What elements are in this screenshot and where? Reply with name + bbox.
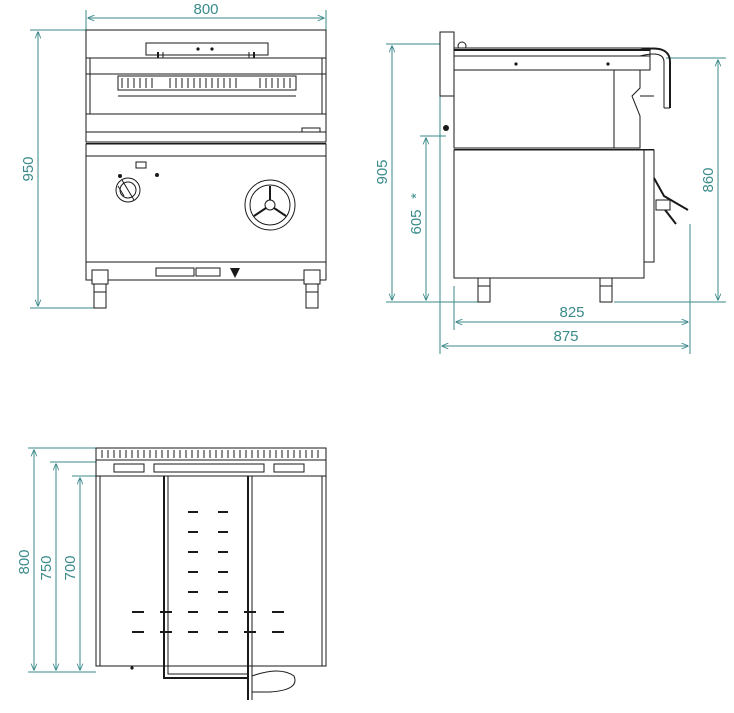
top-depth-dimension-750: 750 bbox=[38, 461, 96, 670]
top-depth-label-800: 800 bbox=[16, 549, 33, 574]
top-lid-handle bbox=[163, 476, 296, 700]
side-view: 905 605 * 860 825 875 bbox=[374, 31, 726, 354]
side-feet bbox=[477, 277, 613, 303]
top-vent-slots bbox=[132, 511, 284, 633]
side-base bbox=[453, 149, 645, 279]
side-right-height-dimension: 860 bbox=[614, 57, 726, 303]
front-handwheel-icon bbox=[244, 179, 296, 231]
front-feet bbox=[91, 269, 321, 309]
side-height-dimension: 905 bbox=[374, 43, 478, 303]
side-height-label: 905 bbox=[374, 159, 391, 184]
side-back-upstand bbox=[439, 31, 455, 97]
top-depth-dimension-700: 700 bbox=[62, 475, 96, 670]
side-lid bbox=[453, 47, 671, 109]
side-crank-handle-icon bbox=[653, 177, 689, 225]
side-inner-height-mark: * bbox=[408, 193, 425, 199]
side-overall-depth-dimension: 875 bbox=[439, 96, 688, 354]
side-right-height-label: 860 bbox=[700, 167, 717, 192]
side-depth-label: 825 bbox=[559, 304, 584, 321]
front-control-knob-icon bbox=[115, 161, 159, 203]
front-height-label: 950 bbox=[20, 156, 37, 181]
top-depth-label-700: 700 bbox=[62, 555, 79, 580]
top-lid-plate bbox=[95, 475, 327, 667]
side-inner-height-label: 605 bbox=[408, 209, 425, 234]
side-inner-height-dimension: 605 * bbox=[408, 135, 446, 300]
side-pan-body bbox=[453, 69, 615, 149]
front-width-dimension: 800 bbox=[85, 1, 327, 30]
side-overall-depth-label: 875 bbox=[553, 328, 578, 345]
front-rating-plate bbox=[155, 267, 240, 278]
front-view: 800 950 bbox=[20, 1, 327, 309]
front-height-dimension: 950 bbox=[20, 29, 96, 309]
front-width-label: 800 bbox=[193, 1, 218, 18]
top-view: 800 750 700 bbox=[16, 447, 327, 700]
side-depth-dimension: 825 bbox=[453, 224, 691, 354]
top-depth-dimension-800: 800 bbox=[16, 447, 96, 673]
front-vent-fins bbox=[117, 75, 297, 97]
top-depth-label-750: 750 bbox=[38, 555, 55, 580]
